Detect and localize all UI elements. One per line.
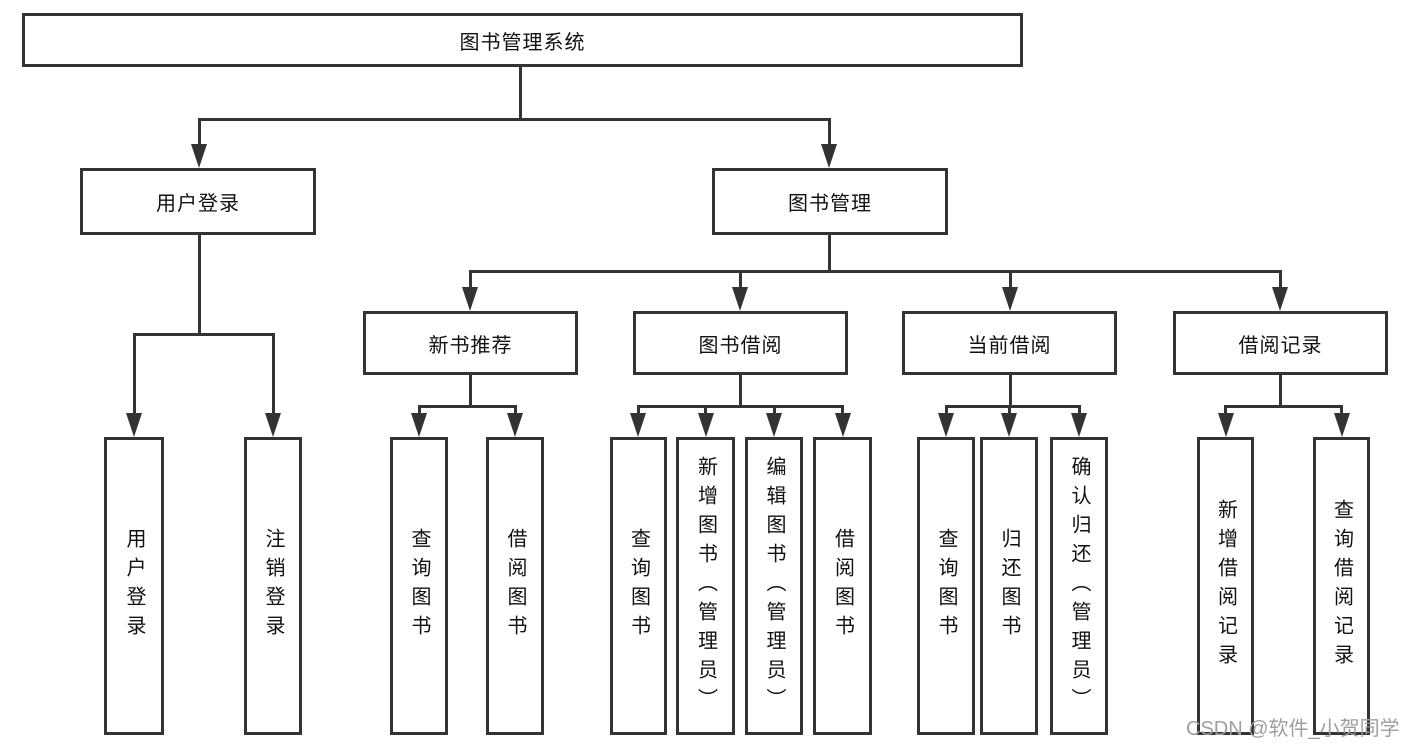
connector-line — [132, 333, 275, 336]
connector-line — [738, 375, 742, 407]
leaf-borrow-books-borrowing: 借阅图书 — [813, 437, 872, 735]
connector-line — [468, 375, 472, 407]
connector-line — [271, 333, 275, 417]
arrow-down-icon — [1002, 287, 1018, 311]
connector-line — [468, 270, 1282, 273]
arrow-down-icon — [1071, 413, 1087, 437]
node-new-book-recommendation: 新书推荐 — [363, 311, 578, 375]
leaf-logout: 注销登录 — [244, 437, 302, 735]
node-label: 图书借阅 — [698, 334, 783, 357]
leaf-label: 借阅图书 — [831, 528, 854, 644]
connector-line — [827, 118, 831, 150]
leaf-return-books: 归还图书 — [980, 437, 1038, 735]
connector-line — [1008, 375, 1012, 407]
connector-line — [197, 235, 201, 335]
leaf-label: 新增借阅记录 — [1214, 499, 1237, 673]
connector-line — [1278, 270, 1282, 291]
node-book-borrowing: 图书借阅 — [633, 311, 848, 375]
arrow-down-icon — [1001, 413, 1017, 437]
connector-line — [1224, 405, 1343, 408]
node-current-borrowing: 当前借阅 — [902, 311, 1117, 375]
connector-line — [636, 405, 640, 418]
connector-line — [1007, 405, 1011, 418]
connector-line — [1008, 270, 1012, 291]
connector-line — [132, 333, 136, 417]
leaf-user-login: 用户登录 — [104, 437, 164, 735]
arrow-down-icon — [1217, 413, 1234, 437]
arrow-down-icon — [507, 413, 523, 437]
leaf-label: 借阅图书 — [504, 528, 526, 644]
node-book-management-system: 图书管理系统 — [22, 13, 1023, 67]
arrow-down-icon — [697, 413, 714, 437]
connector-line — [944, 405, 1081, 408]
leaf-query-books-recommend: 查询图书 — [390, 437, 448, 735]
arrow-down-icon — [1333, 413, 1350, 437]
leaf-edit-book-admin: 编辑图书（管理员） — [745, 437, 803, 735]
connector-line — [944, 405, 948, 418]
leaf-add-book-admin: 新增图书（管理员） — [676, 437, 735, 735]
connector-line — [827, 235, 831, 272]
arrow-down-icon — [126, 413, 142, 437]
leaf-label: 查询图书 — [627, 528, 650, 644]
arrow-down-icon — [766, 413, 782, 437]
node-user-login: 用户登录 — [80, 168, 316, 235]
connector-line — [738, 270, 742, 291]
arrow-down-icon — [191, 144, 207, 168]
arrow-down-icon — [821, 144, 837, 168]
leaf-label: 用户登录 — [123, 528, 145, 644]
csdn-watermark: CSDN @软件_小贺同学 — [1186, 718, 1400, 740]
leaf-add-borrow-record: 新增借阅记录 — [1197, 437, 1254, 735]
arrow-down-icon — [462, 287, 478, 311]
node-borrowing-records: 借阅记录 — [1173, 311, 1388, 375]
arrow-down-icon — [732, 287, 748, 311]
arrow-down-icon — [265, 413, 281, 437]
connector-line — [518, 67, 522, 120]
connector-line — [417, 405, 517, 408]
leaf-borrow-books-recommend: 借阅图书 — [486, 437, 544, 735]
leaf-query-books-current: 查询图书 — [917, 437, 975, 735]
leaf-query-books-borrowing: 查询图书 — [610, 437, 667, 735]
leaf-confirm-return-admin: 确认归还（管理员） — [1050, 437, 1108, 735]
connector-line — [1340, 405, 1343, 418]
arrow-down-icon — [1272, 287, 1288, 311]
leaf-label: 查询图书 — [408, 528, 430, 644]
node-label: 用户登录 — [156, 193, 240, 215]
node-label: 当前借阅 — [967, 334, 1052, 357]
leaf-label: 新增图书（管理员） — [694, 455, 717, 717]
connector-line — [417, 405, 421, 418]
arrow-down-icon — [834, 413, 851, 437]
leaf-label: 查询借阅记录 — [1330, 499, 1353, 673]
connector-line — [704, 405, 707, 418]
connector-line — [636, 405, 844, 408]
node-label: 图书管理 — [788, 193, 872, 215]
node-label: 新书推荐 — [428, 334, 513, 357]
connector-line — [841, 405, 844, 418]
connector-line — [197, 118, 201, 150]
leaf-label: 编辑图书（管理员） — [763, 455, 785, 717]
leaf-label: 查询图书 — [935, 528, 957, 644]
leaf-label: 归还图书 — [998, 528, 1020, 644]
connector-line — [1077, 405, 1081, 418]
connector-line — [772, 405, 776, 418]
connector-line — [513, 405, 517, 418]
arrow-down-icon — [411, 413, 427, 437]
connector-line — [1279, 375, 1282, 407]
arrow-down-icon — [938, 413, 954, 437]
node-label: 借阅记录 — [1238, 334, 1323, 357]
arrow-down-icon — [630, 413, 646, 437]
leaf-query-borrow-record: 查询借阅记录 — [1313, 437, 1370, 735]
connector-line — [468, 270, 472, 291]
node-label: 图书管理系统 — [459, 31, 586, 54]
connector-line — [197, 118, 831, 121]
connector-line — [1224, 405, 1227, 418]
leaf-label: 注销登录 — [262, 528, 284, 644]
node-book-management: 图书管理 — [712, 168, 948, 235]
leaf-label: 确认归还（管理员） — [1068, 455, 1090, 717]
